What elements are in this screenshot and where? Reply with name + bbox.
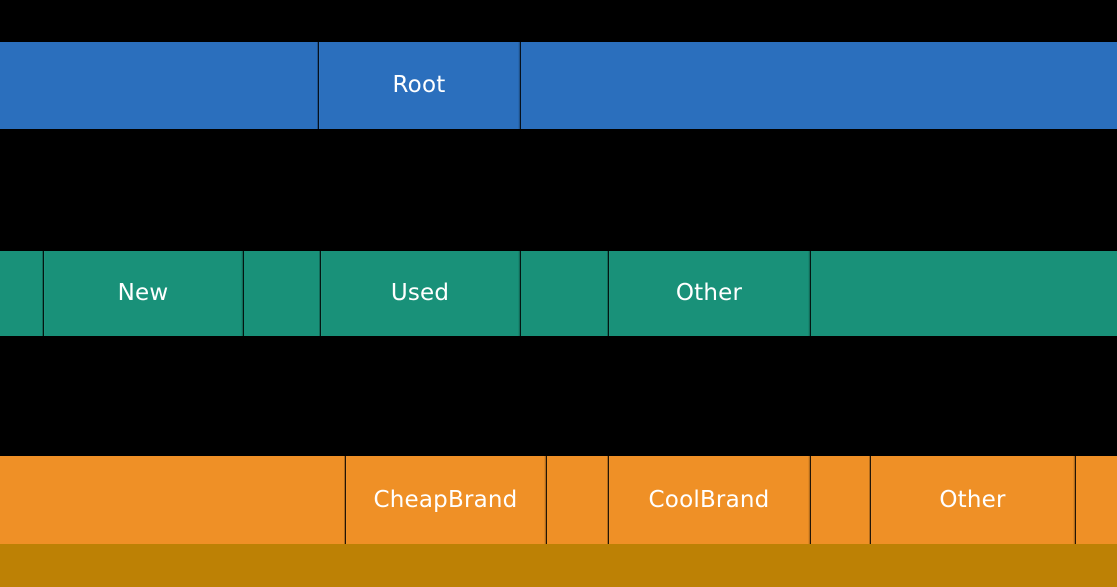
- chart-level-root: Root: [0, 42, 1117, 129]
- icicle-node-new[interactable]: New: [43, 251, 243, 336]
- icicle-node-used[interactable]: Used: [320, 251, 520, 336]
- icicle-node[interactable]: [810, 251, 1117, 336]
- icicle-node[interactable]: [243, 251, 320, 336]
- icicle-node-coolbrand[interactable]: CoolBrand: [608, 456, 810, 544]
- icicle-node[interactable]: [520, 42, 1117, 129]
- icicle-node-cheapbrand[interactable]: CheapBrand: [345, 456, 546, 544]
- node-label: Other: [939, 486, 1006, 513]
- node-label: Used: [390, 280, 450, 306]
- icicle-node[interactable]: [810, 456, 870, 544]
- chart-level-category: New Used Other: [0, 251, 1117, 336]
- icicle-node-leaf[interactable]: [0, 544, 1117, 587]
- icicle-node-other-brand[interactable]: Other: [870, 456, 1075, 544]
- node-label: CoolBrand: [648, 486, 770, 513]
- chart-level-brand: CheapBrand CoolBrand Other: [0, 456, 1117, 544]
- icicle-node[interactable]: [0, 251, 43, 336]
- icicle-node-other-category[interactable]: Other: [608, 251, 810, 336]
- node-label: New: [117, 280, 169, 306]
- icicle-node[interactable]: [0, 456, 345, 544]
- node-label: Other: [675, 280, 743, 306]
- node-label: CheapBrand: [373, 486, 518, 513]
- icicle-node[interactable]: [0, 42, 318, 129]
- chart-level-leaf: [0, 544, 1117, 587]
- node-label: Root: [392, 72, 446, 98]
- icicle-node[interactable]: [546, 456, 608, 544]
- icicle-node[interactable]: [520, 251, 608, 336]
- icicle-node[interactable]: [1075, 456, 1117, 544]
- icicle-node-root[interactable]: Root: [318, 42, 520, 129]
